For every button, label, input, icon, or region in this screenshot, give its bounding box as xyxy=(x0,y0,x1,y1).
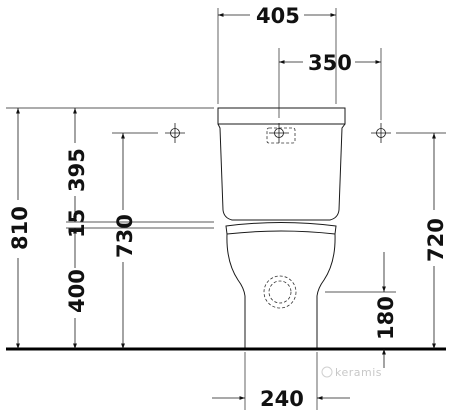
outlet-circle xyxy=(263,275,297,309)
watermark-text: keramis xyxy=(335,366,382,379)
dim-label-405: 405 xyxy=(256,4,300,28)
bowl xyxy=(226,233,336,349)
inlet-marker-center xyxy=(269,123,289,143)
cistern-body xyxy=(217,123,346,221)
watermark-logo: keramis xyxy=(321,366,382,379)
dim-label-400: 400 xyxy=(65,269,89,313)
dim-label-350: 350 xyxy=(308,51,352,75)
dim-label-240: 240 xyxy=(260,387,304,411)
outlet-circle-inner xyxy=(268,280,292,304)
inlet-marker-right xyxy=(371,123,391,143)
dim-label-395: 395 xyxy=(65,148,89,192)
flush-button xyxy=(266,127,296,144)
dim-label-810: 810 xyxy=(8,206,32,250)
seat-ring xyxy=(225,222,337,235)
dim-label-15: 15 xyxy=(65,209,89,238)
dim-label-180: 180 xyxy=(374,296,398,340)
cistern-lid xyxy=(217,107,346,125)
dim-label-720: 720 xyxy=(424,218,448,262)
dimension-lines xyxy=(16,13,436,400)
inlet-marker-left xyxy=(165,123,185,143)
extension-lines xyxy=(6,8,446,410)
toilet-outline xyxy=(217,107,346,349)
dim-label-730: 730 xyxy=(113,214,137,258)
